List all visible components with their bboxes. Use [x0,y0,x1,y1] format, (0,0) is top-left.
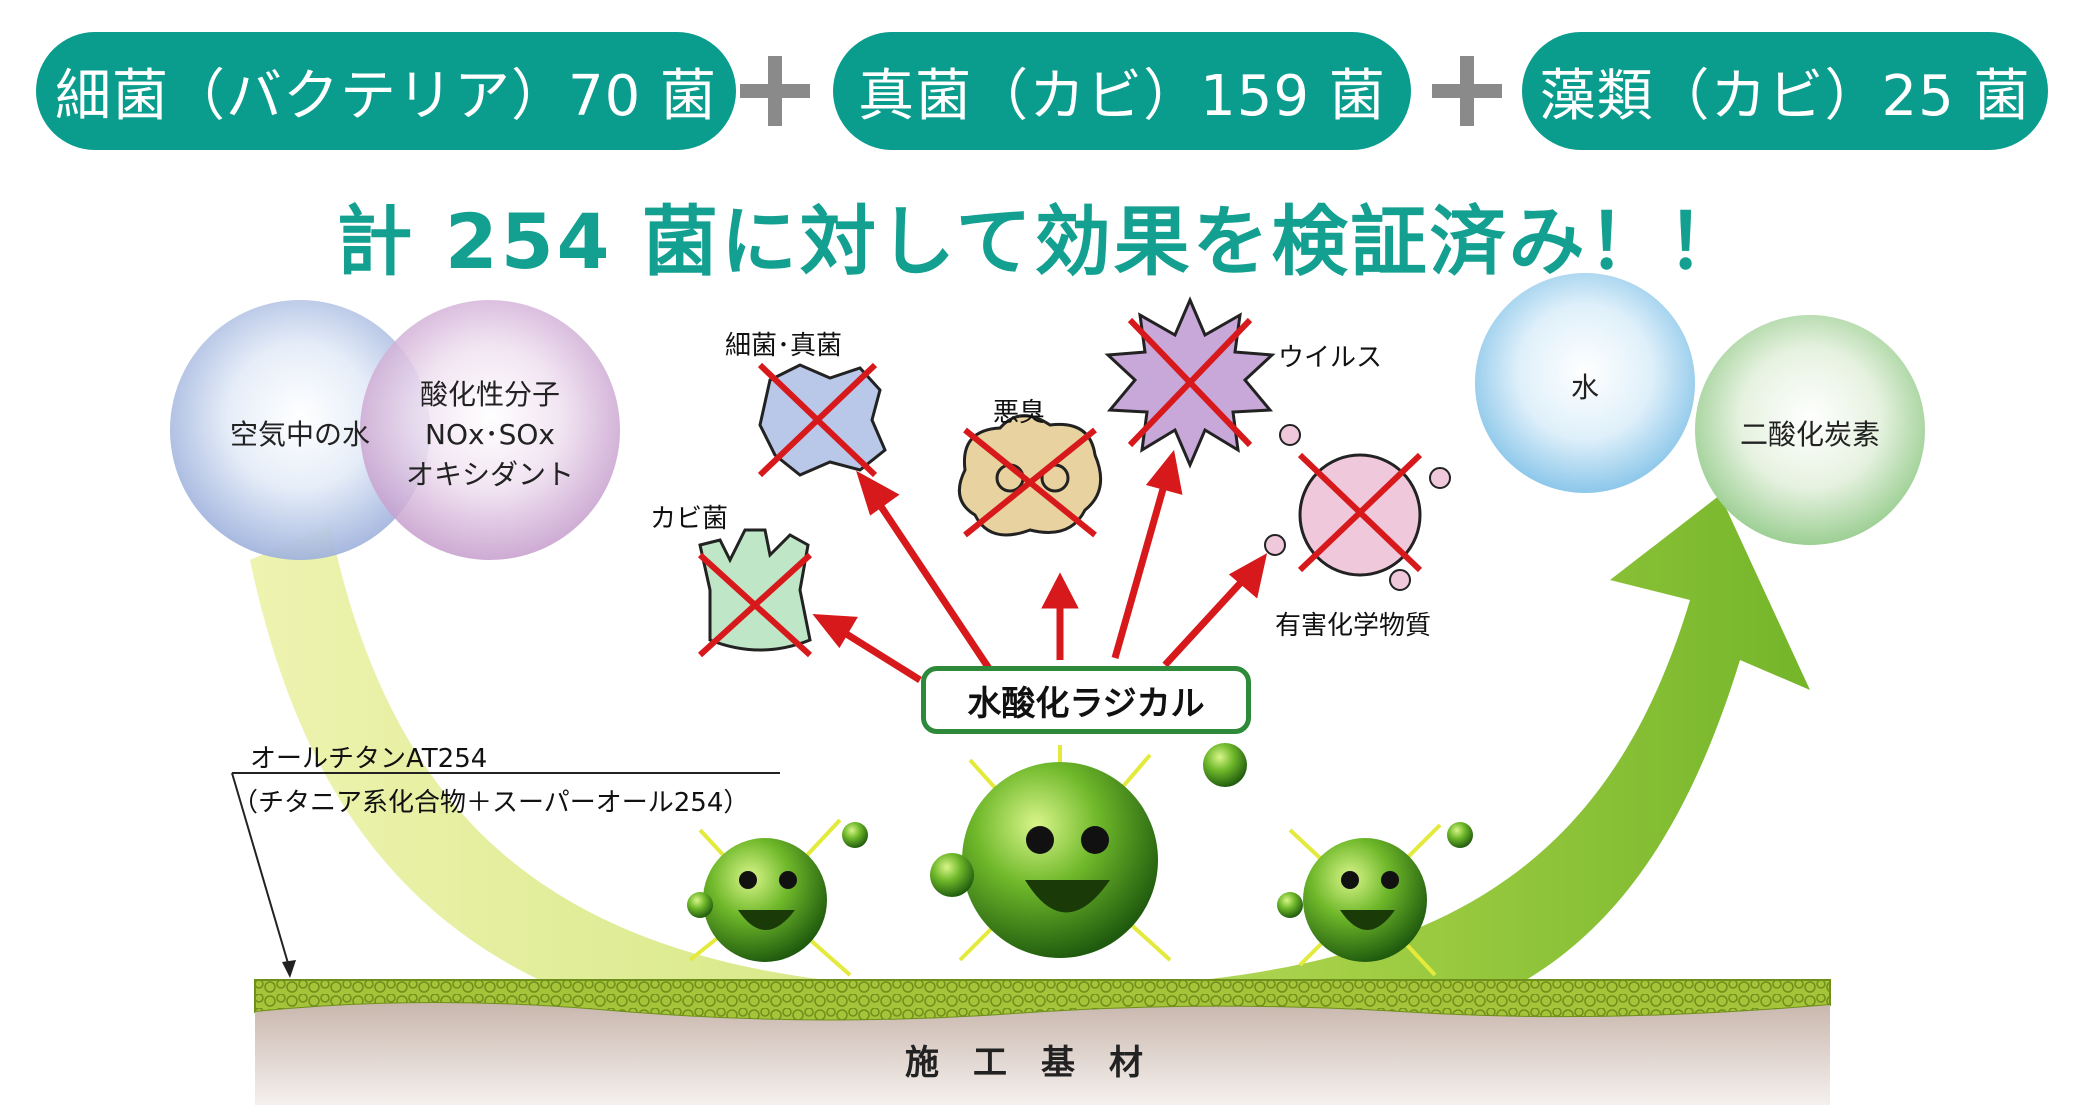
radical-character-center [930,743,1247,962]
red-arrows [812,449,1268,683]
water-in-air-label: 空気中の水 [229,418,370,451]
bacteria-count-label: 細菌（バクテリア）70 菌 [54,63,718,129]
headline: 計 254 菌に対して効果を検証済み！！ [336,197,1746,286]
co2-output-label: 二酸化炭素 [1739,418,1880,451]
chemical-germ [1264,424,1451,591]
mold-label: カビ菌 [650,504,729,534]
oxidizer-label: 酸化性分子 NOx･SOx オキシダント [400,375,580,495]
virus-germ [1104,296,1276,469]
substrate [255,1002,1830,1105]
algae-count-pill: 藻類（カビ）25 菌 [1522,32,2048,150]
bacteria-fungi-label: 細菌･真菌 [725,331,843,361]
radical-character-left [687,818,868,977]
fungi-count-pill: 真菌（カビ）159 菌 [833,32,1411,150]
coating-detail: （チタニア系化合物＋スーパーオール254） [232,788,750,818]
chemicals-label: 有害化学物質 [1275,611,1432,641]
bacteria-fungi-germ [757,362,887,478]
water-output-label: 水 [1570,371,1599,404]
radical-label: 水酸化ラジカル [967,683,1205,724]
co2-circle [1695,315,1925,545]
oxidizer-title: 酸化性分子 [419,378,560,411]
fungi-count-label: 真菌（カビ）159 菌 [858,63,1386,129]
odor-label: 悪臭 [993,398,1046,428]
mold-germ [697,528,813,658]
coating-name: オールチタンAT254 [250,744,488,774]
algae-count-label: 藻類（カビ）25 菌 [1539,63,2031,129]
substrate-label: 施工基材 [905,1043,1177,1083]
virus-label: ウイルス [1278,343,1383,373]
odor-germ [957,414,1103,538]
plus-icon [740,56,810,126]
oxidizer-item-nox: NOx･SOx [425,418,555,451]
water-circle [170,300,430,560]
radical-label-box: 水酸化ラジカル [921,666,1251,734]
oxidizer-circle [360,300,620,560]
bacteria-count-pill: 細菌（バクテリア）70 菌 [36,32,736,150]
water-out-circle [1475,273,1695,493]
process-arrow [250,495,1810,1060]
radical-character-right [1277,822,1473,977]
oxidizer-item-oxidant: オキシダント [405,458,574,491]
plus-icon [1432,56,1502,126]
